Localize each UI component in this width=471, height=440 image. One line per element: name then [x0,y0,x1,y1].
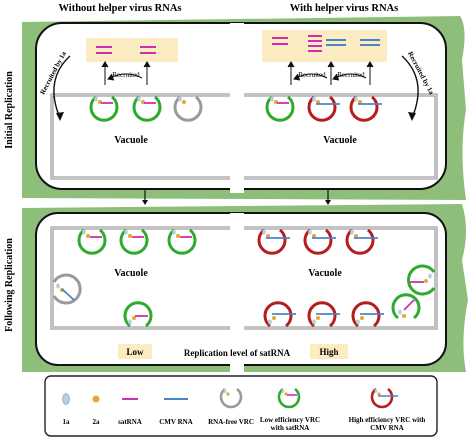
recruited-label-right-2: Recruited [337,71,365,79]
satrna-pool-left [86,38,178,62]
legend-1a-symbol [62,393,70,405]
vrc-low-efficiency [123,301,153,328]
legend-box [44,375,438,437]
replication-level-label: Replication level of satRNA [184,348,291,358]
legend-low-efficiency-symbol [277,387,301,409]
recruited-by-1a-arrow-right [401,55,419,119]
legend-2a-symbol [92,395,100,403]
legend-2a-label: 2a [93,418,101,426]
legend-rna-free-label: RNA-free VRC [208,418,254,426]
legend-rna-free-symbol [219,387,243,409]
low-box [118,344,152,359]
legend-low-efficiency-label: Low efficiency VRC with satRNA [259,416,321,432]
vrc-high-efficiency [349,95,382,122]
center-gap-bottom [230,213,244,373]
legend-low-efficiency-text: Low efficiency VRC with satRNA [259,416,321,432]
vrc-low-efficiency [132,95,162,122]
vrc-low-efficiency [77,228,107,255]
vrc-low-efficiency [89,95,119,122]
vrc-high-efficiency [263,301,296,328]
high-box [310,344,348,359]
side-label-following: Following Replication [4,238,15,332]
legend-satrna-label: satRNA [118,418,142,426]
header-right: With helper virus RNAs [290,3,398,14]
vacuole-label-top-right: Vacuole [323,135,357,146]
header-left: Without helper virus RNAs [58,3,181,14]
following-replication-panel: Vacuole Vacuole Low High Replication lev… [22,204,468,373]
center-gap-top [230,23,244,193]
legend-1a-label: 1a [63,418,71,426]
vacuole-label-top-left: Vacuole [114,135,148,146]
vrc-high-efficiency [303,228,336,255]
side-label-initial: Initial Replication [4,71,15,149]
legend-high-efficiency-text: High efficiency VRC with CMV RNA [348,416,426,432]
recruited-by-1a-arrow-left [53,55,71,119]
vrc-low-efficiency [167,228,197,255]
vacuole-label-bottom-left: Vacuole [114,268,148,279]
vrc-low-efficiency [407,264,436,296]
vrc-rna-free [173,95,203,122]
recruited-label-right-1: Recruited [298,71,326,79]
initial-replication-panel: Vacuole Vacuole R [22,16,466,200]
legend: 1a 2a satRNA CMV RNA RNA-free VRC Low ef… [44,375,438,437]
vrc-high-efficiency [351,301,384,328]
legend-high-efficiency-symbol [370,387,398,409]
vrc-high-efficiency [307,301,340,328]
vrc-rna-free [52,273,82,305]
vacuole-label-bottom-right: Vacuole [308,268,342,279]
vrc-high-efficiency [307,95,340,122]
recruited-label-left: Recruited [112,71,140,79]
high-label: High [319,347,338,357]
vrc-low-efficiency [265,95,295,122]
vrc-high-efficiency [257,228,290,255]
low-label: Low [126,347,144,357]
vrc-high-efficiency [345,228,378,255]
vrc-low-efficiency [119,228,149,255]
vrc-low-efficiency [391,293,421,320]
legend-high-efficiency-label: High efficiency VRC with CMV RNA [348,416,426,432]
legend-cmv-label: CMV RNA [159,418,193,426]
